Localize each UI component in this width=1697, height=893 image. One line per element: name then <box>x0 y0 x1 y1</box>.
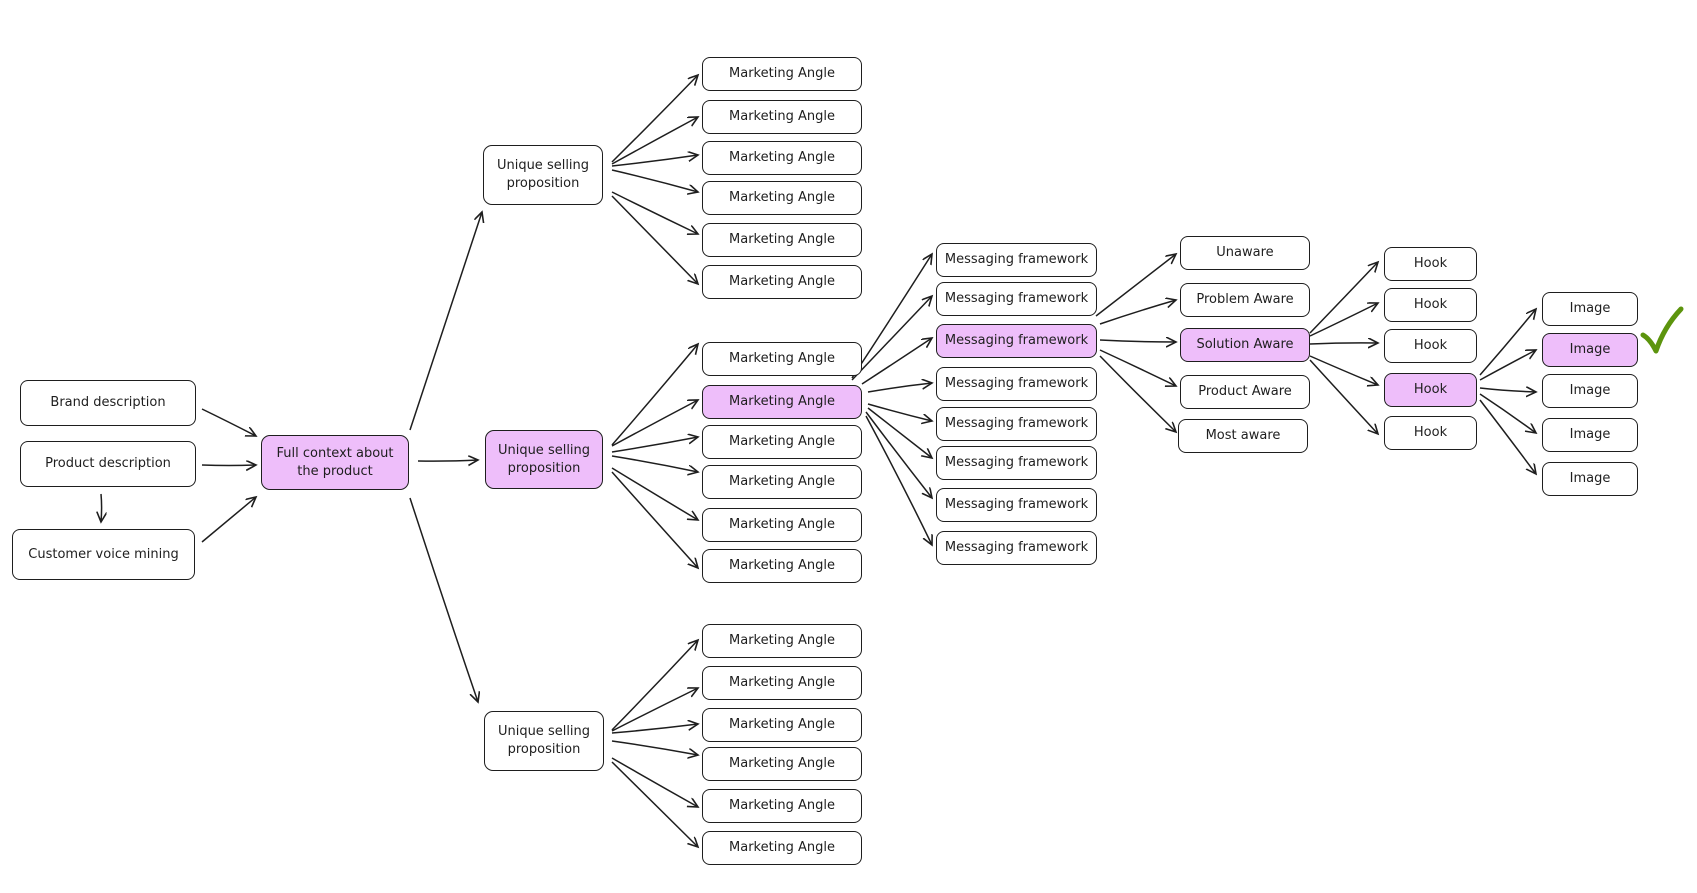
image-node: Image <box>1542 292 1638 326</box>
connector-arrow <box>865 415 932 545</box>
usp-node-bottom: Unique selling proposition <box>484 711 604 771</box>
connector-arrow <box>611 471 698 568</box>
connector-arrow <box>611 467 698 520</box>
connector-arrow <box>201 465 256 466</box>
awareness-unaware-node: Unaware <box>1180 236 1310 270</box>
connector-arrow <box>1479 388 1536 392</box>
connector-arrow <box>611 640 698 731</box>
connector-arrow <box>417 460 478 461</box>
connector-arrow <box>611 455 698 472</box>
connector-arrow <box>611 75 698 163</box>
marketing-angle-node: Marketing Angle <box>702 141 862 175</box>
messaging-framework-node: Messaging framework <box>936 446 1097 480</box>
marketing-angle-node: Marketing Angle <box>702 223 862 257</box>
connector-arrow <box>409 497 478 702</box>
connector-arrow <box>851 254 932 379</box>
customer-voice-mining-node: Customer voice mining <box>12 529 195 580</box>
full-context-node: Full context about the product <box>261 435 409 490</box>
connector-arrow <box>611 437 698 453</box>
image-node-selected: Image <box>1542 333 1638 367</box>
connector-arrow <box>1309 343 1378 344</box>
connector-arrow <box>611 724 698 734</box>
connector-arrow <box>611 688 698 732</box>
connector-arrow <box>1099 355 1176 432</box>
connector-arrow <box>1479 350 1536 381</box>
connector-arrow <box>865 411 932 498</box>
connector-arrow <box>1309 303 1378 337</box>
connector-arrow <box>1309 359 1378 434</box>
marketing-angle-node-selected: Marketing Angle <box>702 385 862 419</box>
messaging-framework-node: Messaging framework <box>936 367 1097 401</box>
marketing-angle-node: Marketing Angle <box>702 666 862 700</box>
marketing-angle-node: Marketing Angle <box>702 465 862 499</box>
connector-arrow <box>1099 300 1176 325</box>
connector-arrow <box>1099 349 1176 386</box>
image-node: Image <box>1542 418 1638 452</box>
connector-arrow <box>1309 262 1378 334</box>
connector-arrow <box>1099 340 1176 342</box>
connector-arrow <box>611 117 698 165</box>
marketing-angle-node: Marketing Angle <box>702 508 862 542</box>
connector-arrow <box>1479 399 1536 474</box>
hook-node: Hook <box>1384 416 1477 450</box>
connector-arrow <box>1479 309 1536 376</box>
usp-node-top: Unique selling proposition <box>483 145 603 205</box>
marketing-angle-node: Marketing Angle <box>702 624 862 658</box>
awareness-product-aware-node: Product Aware <box>1180 375 1310 409</box>
image-node: Image <box>1542 374 1638 408</box>
messaging-framework-node: Messaging framework <box>936 243 1097 277</box>
connector-arrow <box>1095 254 1176 317</box>
connector-arrow <box>101 493 102 522</box>
hook-node-selected: Hook <box>1384 373 1477 407</box>
hook-node: Hook <box>1384 288 1477 322</box>
marketing-angle-node: Marketing Angle <box>702 789 862 823</box>
connector-arrow <box>611 757 698 807</box>
messaging-framework-node: Messaging framework <box>936 488 1097 522</box>
hook-node: Hook <box>1384 329 1477 363</box>
messaging-framework-node: Messaging framework <box>936 282 1097 316</box>
connector-arrow <box>611 169 698 192</box>
connector-arrow <box>611 344 698 446</box>
awareness-solution-aware-node: Solution Aware <box>1180 328 1310 362</box>
marketing-angle-node: Marketing Angle <box>702 181 862 215</box>
awareness-problem-aware-node: Problem Aware <box>1180 283 1310 317</box>
messaging-framework-node: Messaging framework <box>936 407 1097 441</box>
marketing-angle-node: Marketing Angle <box>702 342 862 376</box>
connector-arrow <box>611 740 698 755</box>
connector-arrow <box>409 212 482 431</box>
connector-arrow <box>201 497 256 543</box>
hook-node: Hook <box>1384 247 1477 281</box>
connector-arrow <box>611 195 698 284</box>
marketing-angle-node: Marketing Angle <box>702 831 862 865</box>
connector-arrow <box>867 407 932 458</box>
connector-arrow <box>611 155 698 167</box>
marketing-angle-node: Marketing Angle <box>702 57 862 91</box>
connector-arrow <box>867 403 932 421</box>
connector-arrow <box>1479 393 1536 433</box>
marketing-angle-node: Marketing Angle <box>702 100 862 134</box>
connector-arrow <box>867 383 932 393</box>
marketing-angle-node: Marketing Angle <box>702 549 862 583</box>
usp-node-middle: Unique selling proposition <box>485 430 603 489</box>
marketing-angle-node: Marketing Angle <box>702 265 862 299</box>
marketing-angle-node: Marketing Angle <box>702 425 862 459</box>
awareness-most-aware-node: Most aware <box>1178 419 1308 453</box>
connector-arrow <box>861 338 932 385</box>
checkmark-icon <box>1640 306 1684 354</box>
connector-arrow <box>851 296 932 381</box>
product-description-node: Product description <box>20 441 196 487</box>
brand-description-node: Brand description <box>20 380 196 426</box>
marketing-angle-node: Marketing Angle <box>702 747 862 781</box>
connector-arrow <box>1309 355 1378 385</box>
marketing-angle-node: Marketing Angle <box>702 708 862 742</box>
connector-arrow <box>201 408 256 436</box>
connector-arrow <box>611 761 698 847</box>
image-node: Image <box>1542 462 1638 496</box>
connector-arrow <box>611 400 698 447</box>
messaging-framework-node-selected: Messaging framework <box>936 324 1097 358</box>
messaging-framework-node: Messaging framework <box>936 531 1097 565</box>
connector-arrow <box>611 191 698 234</box>
